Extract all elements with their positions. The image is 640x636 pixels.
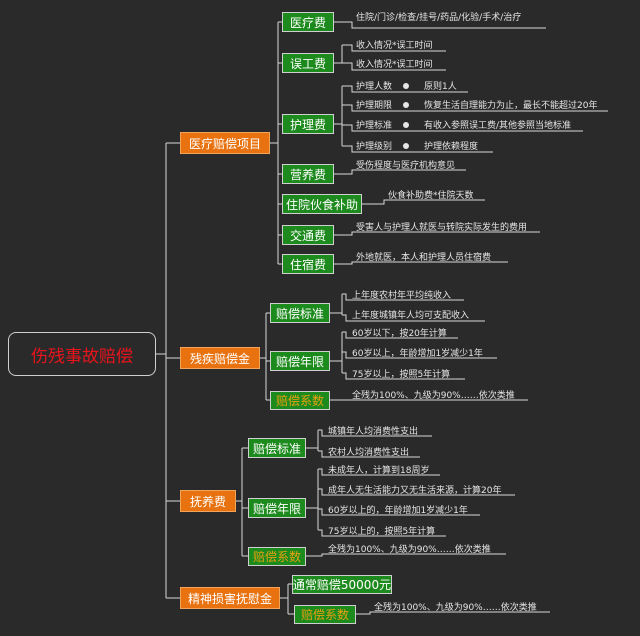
support-years-leaf-4: 75岁以上的，按照5年计算 (328, 527, 436, 537)
support-coef[interactable]: 赔偿系数 (248, 547, 306, 566)
disability-years-leaf-1: 60岁以下，按20年计算 (352, 329, 447, 339)
support-years-leaf-3: 60岁以上的，年龄增加1岁减少1年 (328, 506, 468, 516)
branch-disability[interactable]: 残疾赔偿金 (180, 347, 260, 369)
item-zhusu[interactable]: 住宿费 (282, 254, 334, 274)
item-yiliao[interactable]: 医疗费 (282, 12, 334, 32)
support-standard-leaf-1: 城镇年人均消费性支出 (328, 427, 419, 437)
item-jiaotong[interactable]: 交通费 (282, 225, 334, 245)
huli-val-3: 有收入参照误工费/其他参照当地标准 (424, 121, 572, 131)
disability-years-leaf-2: 60岁以上，年龄增加1岁减少1年 (352, 349, 483, 359)
disability-coef[interactable]: 赔偿系数 (270, 391, 330, 410)
leaf-yingyang: 受伤程度与医疗机构意见 (356, 161, 456, 171)
branch-medical[interactable]: 医疗赔偿项目 (180, 132, 270, 154)
leaf-huoshi: 伙食补助费*住院天数 (388, 191, 474, 201)
support-years-leaf-2: 成年人无生活能力又无生活来源，计算20年 (328, 486, 502, 496)
support-years[interactable]: 赔偿年限 (248, 498, 306, 518)
branch-mental[interactable]: 精神损害抚慰金 (180, 587, 280, 609)
bullet-icon (403, 83, 409, 89)
bullet-icon (403, 122, 409, 128)
disability-standard-leaf-1: 上年度农村年平均纯收入 (352, 291, 452, 301)
bullet-icon (403, 143, 409, 149)
support-standard[interactable]: 赔偿标准 (248, 438, 306, 458)
leaf-zhusu: 外地就医，本人和护理人员住宿费 (356, 253, 492, 263)
support-standard-leaf-2: 农村人均消费性支出 (328, 448, 410, 458)
leaf-yiliao: 住院/门诊/检查/挂号/药品/化验/手术/治疗 (356, 13, 522, 23)
disability-years-leaf-3: 75岁以上，按照5年计算 (352, 370, 451, 380)
item-huoshi[interactable]: 住院伙食补助 (282, 194, 362, 214)
mental-coef-leaf: 全残为100%、九级为90%……依次类推 (374, 603, 537, 613)
bullet-icon (403, 102, 409, 108)
leaf-wugong-2: 收入情况*误工时间 (356, 60, 433, 70)
support-coef-leaf: 全残为100%、九级为90%……依次类推 (328, 545, 491, 555)
leaf-wugong-1: 收入情况*误工时间 (356, 41, 433, 51)
mental-coef[interactable]: 赔偿系数 (294, 605, 356, 624)
leaf-jiaotong: 受害人与护理人就医与转院实际发生的费用 (356, 223, 528, 233)
disability-standard-leaf-2: 上年度城镇年人均可支配收入 (352, 311, 470, 321)
item-yingyang[interactable]: 营养费 (282, 164, 334, 184)
huli-key-2: 护理期限 (356, 101, 393, 111)
disability-coef-leaf: 全残为100%、九级为90%……依次类推 (352, 391, 515, 401)
huli-val-2: 恢复生活自理能力为止，最长不能超过20年 (424, 101, 598, 111)
branch-support[interactable]: 抚养费 (180, 490, 236, 512)
disability-standard[interactable]: 赔偿标准 (270, 303, 330, 323)
disability-years[interactable]: 赔偿年限 (270, 351, 330, 371)
mental-usual[interactable]: 通常赔偿50000元 (292, 575, 392, 594)
huli-key-1: 护理人数 (356, 82, 393, 92)
root-topic[interactable]: 伤残事故赔偿 (8, 332, 156, 376)
item-wugong[interactable]: 误工费 (282, 53, 334, 73)
huli-key-4: 护理级别 (356, 142, 393, 152)
huli-val-1: 原则1人 (424, 82, 457, 92)
huli-val-4: 护理依赖程度 (424, 142, 479, 152)
item-huli[interactable]: 护理费 (282, 114, 334, 134)
support-years-leaf-1: 未成年人，计算到18周岁 (328, 466, 430, 476)
huli-key-3: 护理标准 (356, 121, 393, 131)
